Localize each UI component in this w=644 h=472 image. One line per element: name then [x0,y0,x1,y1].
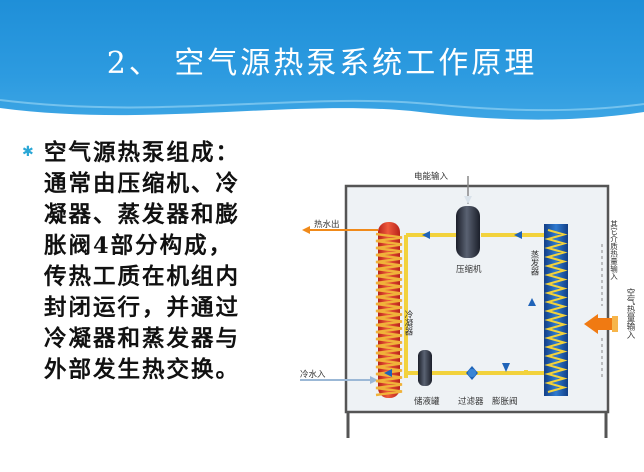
receiver-tank [418,350,432,386]
air-heat-arrow-icon [584,314,618,334]
label-evaporator: 蒸发器 [529,249,539,276]
body-line: 胀阀4部分构成， [44,233,234,259]
label-receiver: 储液罐 [414,396,440,407]
body-line: 传热工质在机组内 [44,264,241,290]
slide-title: 2、 空气源热泵系统工作原理 [106,46,538,81]
condenser-coil-winding [375,232,403,397]
banner-wave [0,99,644,140]
title-banner: 2、 空气源热泵系统工作原理 [0,0,644,140]
label-compressor: 压缩机 [456,264,482,275]
flow-arrows [384,231,536,377]
heat-pump-diagram: 电能输入 热水出 冷水入 冷凝器 压缩机 蒸发器 储液罐 过滤器 膨胀阀 其它介… [300,171,635,438]
label-power-input: 电能输入 [414,171,449,182]
cold-water-arrow-icon [370,376,378,384]
evaporator-fins [544,229,568,393]
label-cold-water-in: 冷水入 [300,369,326,380]
body-line: 空气源热泵组成： [44,140,241,166]
expansion-valve-icon [502,363,510,372]
bullet-icon: ✱ [22,144,34,160]
filter-core [468,369,476,377]
body-line: 冷凝器和蒸发器与 [44,326,241,352]
label-other-heat-input: 其它介质热量输入 [609,220,618,280]
body-line: 凝器、蒸发器和膨 [44,202,241,228]
body-line: 封闭运行，并通过 [44,295,241,321]
compressor [456,206,480,258]
label-expansion-valve: 膨胀阀 [492,396,518,407]
body-paragraph: 空气源热泵组成： 通常由压缩机、冷 凝器、蒸发器和膨 胀阀4部分构成， 传热工质… [44,138,294,386]
label-condenser: 冷凝器 [403,309,413,336]
label-filter: 过滤器 [458,396,484,407]
label-hot-water-out: 热水出 [314,219,340,230]
hot-water-arrow-icon [302,226,310,234]
body-line: 外部发生热交换。 [44,357,241,383]
power-arrow-icon [464,196,472,204]
condenser-coil [375,232,403,397]
label-air-heat-input: 空气热量输入 [625,287,635,339]
body-line: 通常由压缩机、冷 [44,171,241,197]
evaporator-coil-winding [544,229,568,393]
